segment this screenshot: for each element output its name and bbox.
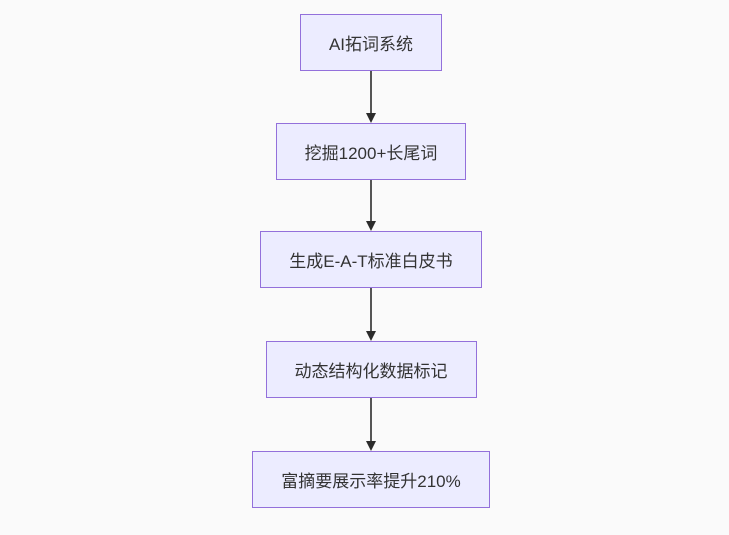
flow-node-structured-data: 动态结构化数据标记 <box>265 341 477 398</box>
flow-node-label: 挖掘1200+长尾词 <box>304 144 438 163</box>
arrow-head-icon <box>366 221 376 231</box>
flow-arrow-1 <box>366 71 376 123</box>
arrow-line <box>370 288 372 332</box>
flow-node-label: AI拓词系统 <box>328 35 414 54</box>
flow-arrow-4 <box>366 398 376 451</box>
flow-node-label: 生成E-A-T标准白皮书 <box>289 252 453 271</box>
arrow-line <box>370 71 372 114</box>
arrow-head-icon <box>366 113 376 123</box>
arrow-head-icon <box>366 441 376 451</box>
flow-arrow-2 <box>366 180 376 231</box>
flow-node-label: 动态结构化数据标记 <box>294 362 448 381</box>
flow-arrow-3 <box>366 288 376 341</box>
flow-node-eat-whitepaper: 生成E-A-T标准白皮书 <box>260 231 482 288</box>
flow-node-longtail-mining: 挖掘1200+长尾词 <box>275 123 467 180</box>
arrow-line <box>370 180 372 222</box>
arrow-head-icon <box>366 331 376 341</box>
flow-node-rich-snippet-result: 富摘要展示率提升210% <box>252 451 490 508</box>
arrow-line <box>370 398 372 442</box>
flow-node-ai-word-system: AI拓词系统 <box>299 14 443 71</box>
flow-node-label: 富摘要展示率提升210% <box>281 472 461 491</box>
flowchart-column: AI拓词系统 挖掘1200+长尾词 生成E-A-T标准白皮书 动态结构化数据标记 <box>0 14 729 508</box>
